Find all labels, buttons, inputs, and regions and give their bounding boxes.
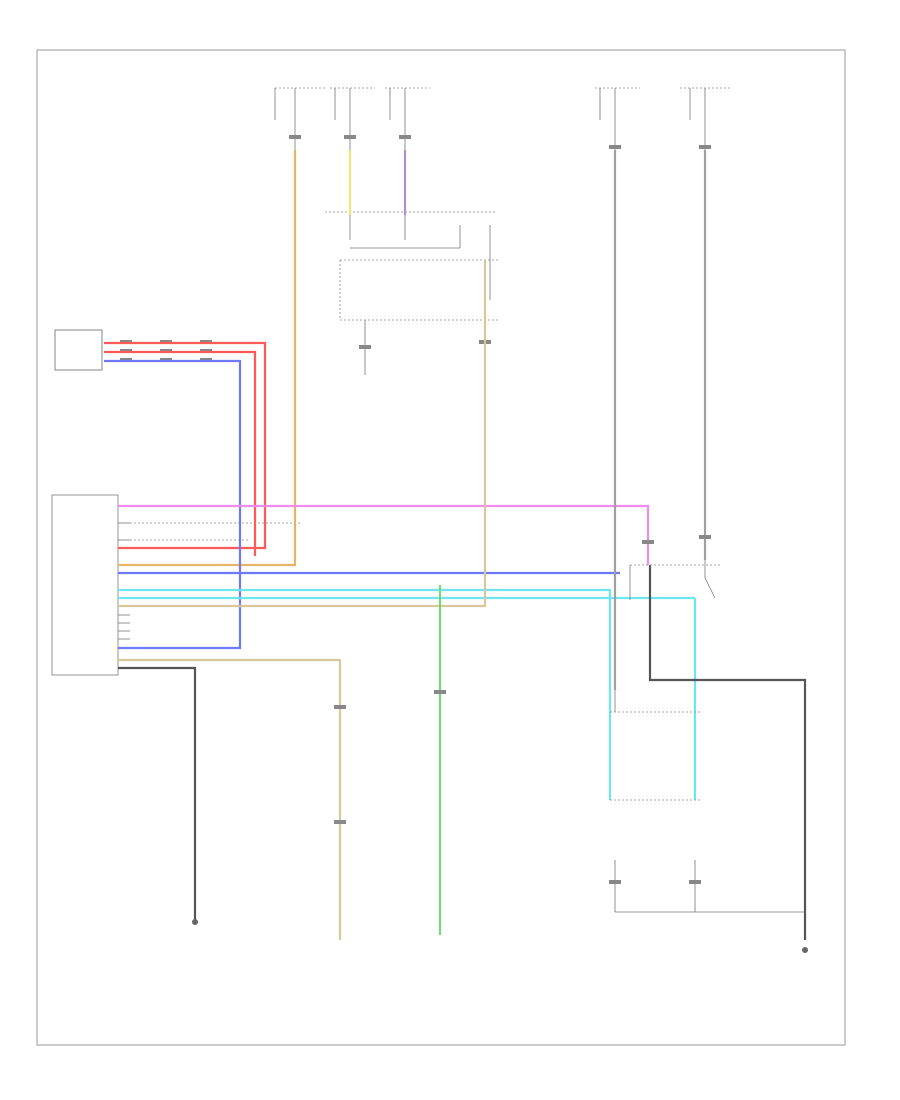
suspension-control-unit: [51, 494, 300, 676]
wire-w-tan-low: [118, 658, 342, 940]
wire-w-blk-module: [648, 565, 807, 940]
fuse-group-right: [595, 87, 730, 150]
wire-w-cyan: [118, 588, 612, 800]
height-sensor: [54, 329, 212, 371]
diagram-frame: [36, 49, 846, 1046]
fuse-group-left: [274, 87, 430, 150]
ground-left: [192, 919, 198, 925]
wire-w-blu-sensor: [104, 359, 242, 650]
ground-right: [802, 947, 808, 953]
wire-w-pink: [118, 504, 650, 565]
wire-w-blk-gnd: [118, 666, 197, 920]
meter-block: [325, 211, 500, 375]
wire-w-red-sensor2: [104, 350, 257, 556]
wire-w-tan-main: [118, 260, 487, 608]
wire-w-red-sensor: [104, 341, 267, 550]
wire-layer: [104, 150, 807, 940]
wire-w-or-fuse1: [118, 150, 297, 567]
suspension-relay: [629, 535, 720, 600]
connector-center: [334, 690, 446, 824]
suspension-actuator: [609, 690, 805, 913]
